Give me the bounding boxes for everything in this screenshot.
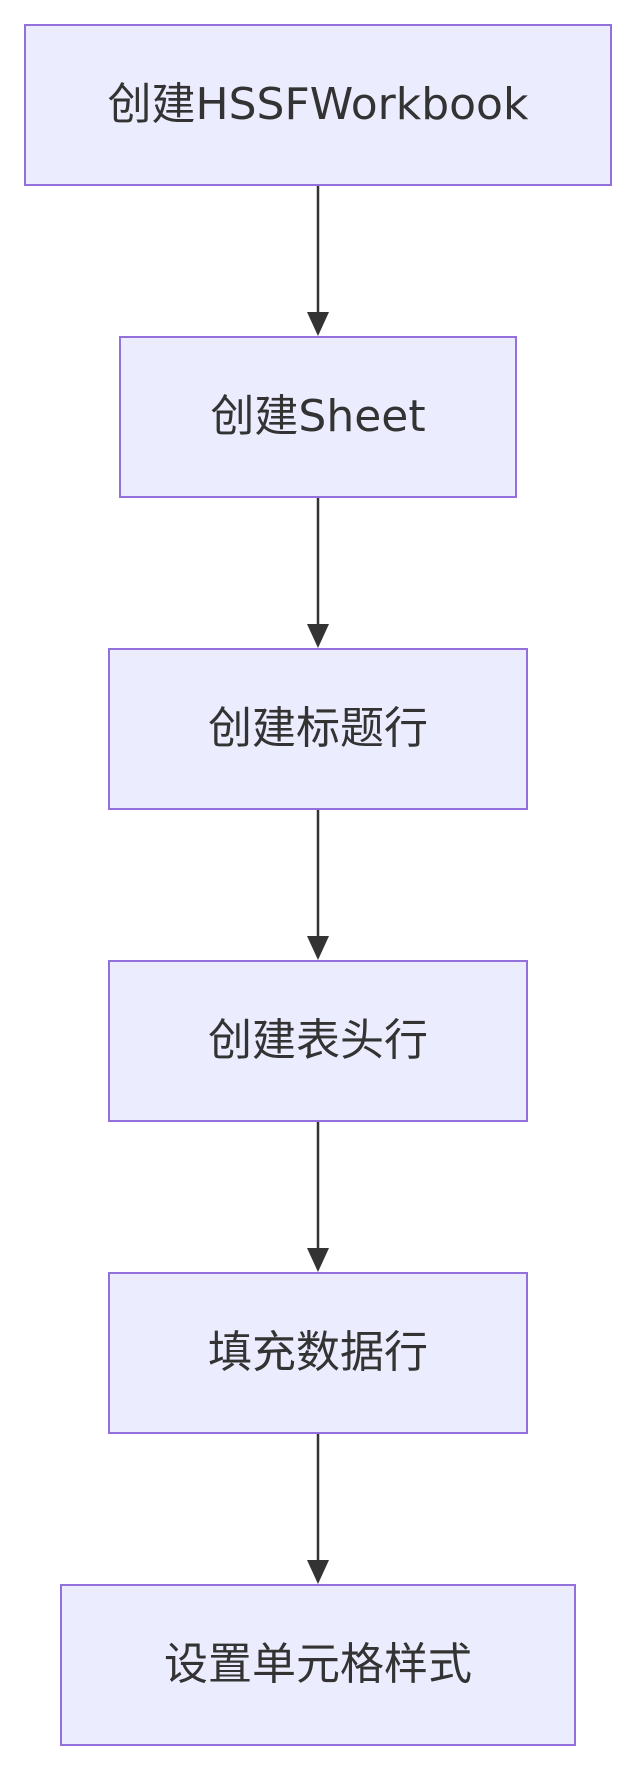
arrowhead-icon: [307, 312, 329, 336]
edge-n2-n3: [307, 498, 329, 648]
node-label: 设置单元格样式: [164, 1639, 472, 1690]
node-label: 填充数据行: [208, 1327, 428, 1378]
edge-n1-n2: [307, 186, 329, 336]
edge-n3-n4: [307, 810, 329, 960]
node-create-workbook: 创建HSSFWorkbook: [24, 24, 612, 186]
node-label: 创建标题行: [208, 703, 428, 754]
edge-n5-n6: [307, 1434, 329, 1584]
node-create-title-row: 创建标题行: [108, 648, 528, 810]
arrowhead-icon: [307, 1560, 329, 1584]
arrowhead-icon: [307, 936, 329, 960]
node-fill-data-rows: 填充数据行: [108, 1272, 528, 1434]
node-label: 创建Sheet: [210, 391, 426, 442]
edge-n4-n5: [307, 1122, 329, 1272]
node-create-header-row: 创建表头行: [108, 960, 528, 1122]
node-set-cell-style: 设置单元格样式: [60, 1584, 576, 1746]
node-label: 创建HSSFWorkbook: [107, 79, 529, 130]
arrowhead-icon: [307, 624, 329, 648]
node-label: 创建表头行: [208, 1015, 428, 1066]
node-create-sheet: 创建Sheet: [119, 336, 517, 498]
arrowhead-icon: [307, 1248, 329, 1272]
